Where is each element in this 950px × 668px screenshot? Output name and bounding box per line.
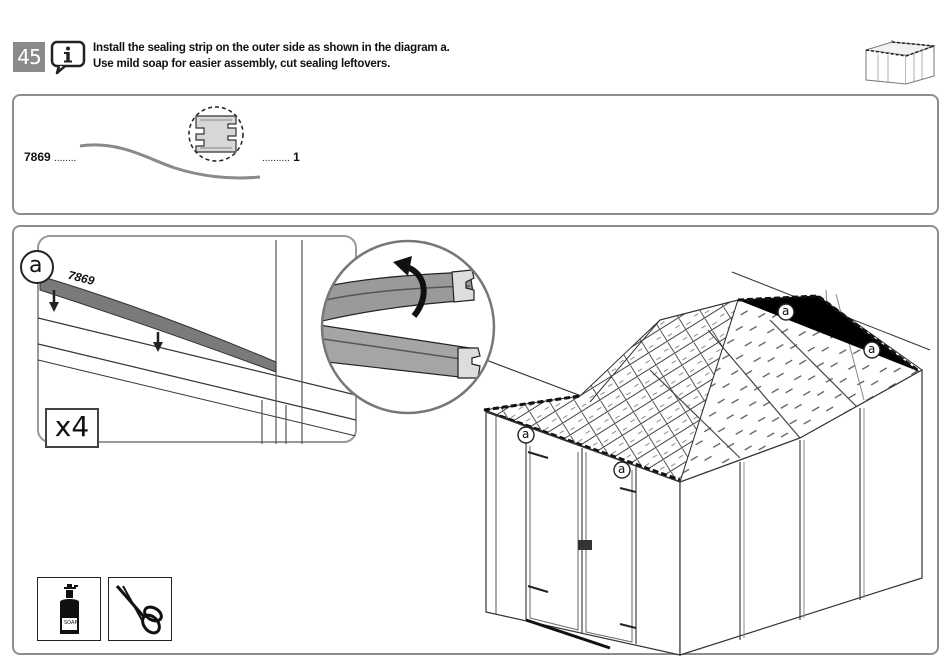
multiplier-badge: x4 bbox=[45, 408, 99, 448]
strip-profile-zoom bbox=[189, 107, 243, 161]
callout-marker-a-1: a bbox=[782, 304, 789, 318]
callout-marker-a-4: a bbox=[618, 462, 625, 476]
scissors-tool bbox=[108, 577, 172, 641]
shed-drawing bbox=[484, 272, 930, 655]
strip-magnifier bbox=[310, 241, 584, 413]
callout-marker-a-3: a bbox=[522, 427, 529, 441]
scissors-icon bbox=[109, 578, 171, 640]
soap-bottle-icon bbox=[38, 578, 100, 640]
detail-marker: a bbox=[29, 253, 42, 279]
soap-tool bbox=[37, 577, 101, 641]
soap-label: SOAP bbox=[64, 620, 77, 626]
callout-marker-a-2: a bbox=[868, 342, 875, 356]
